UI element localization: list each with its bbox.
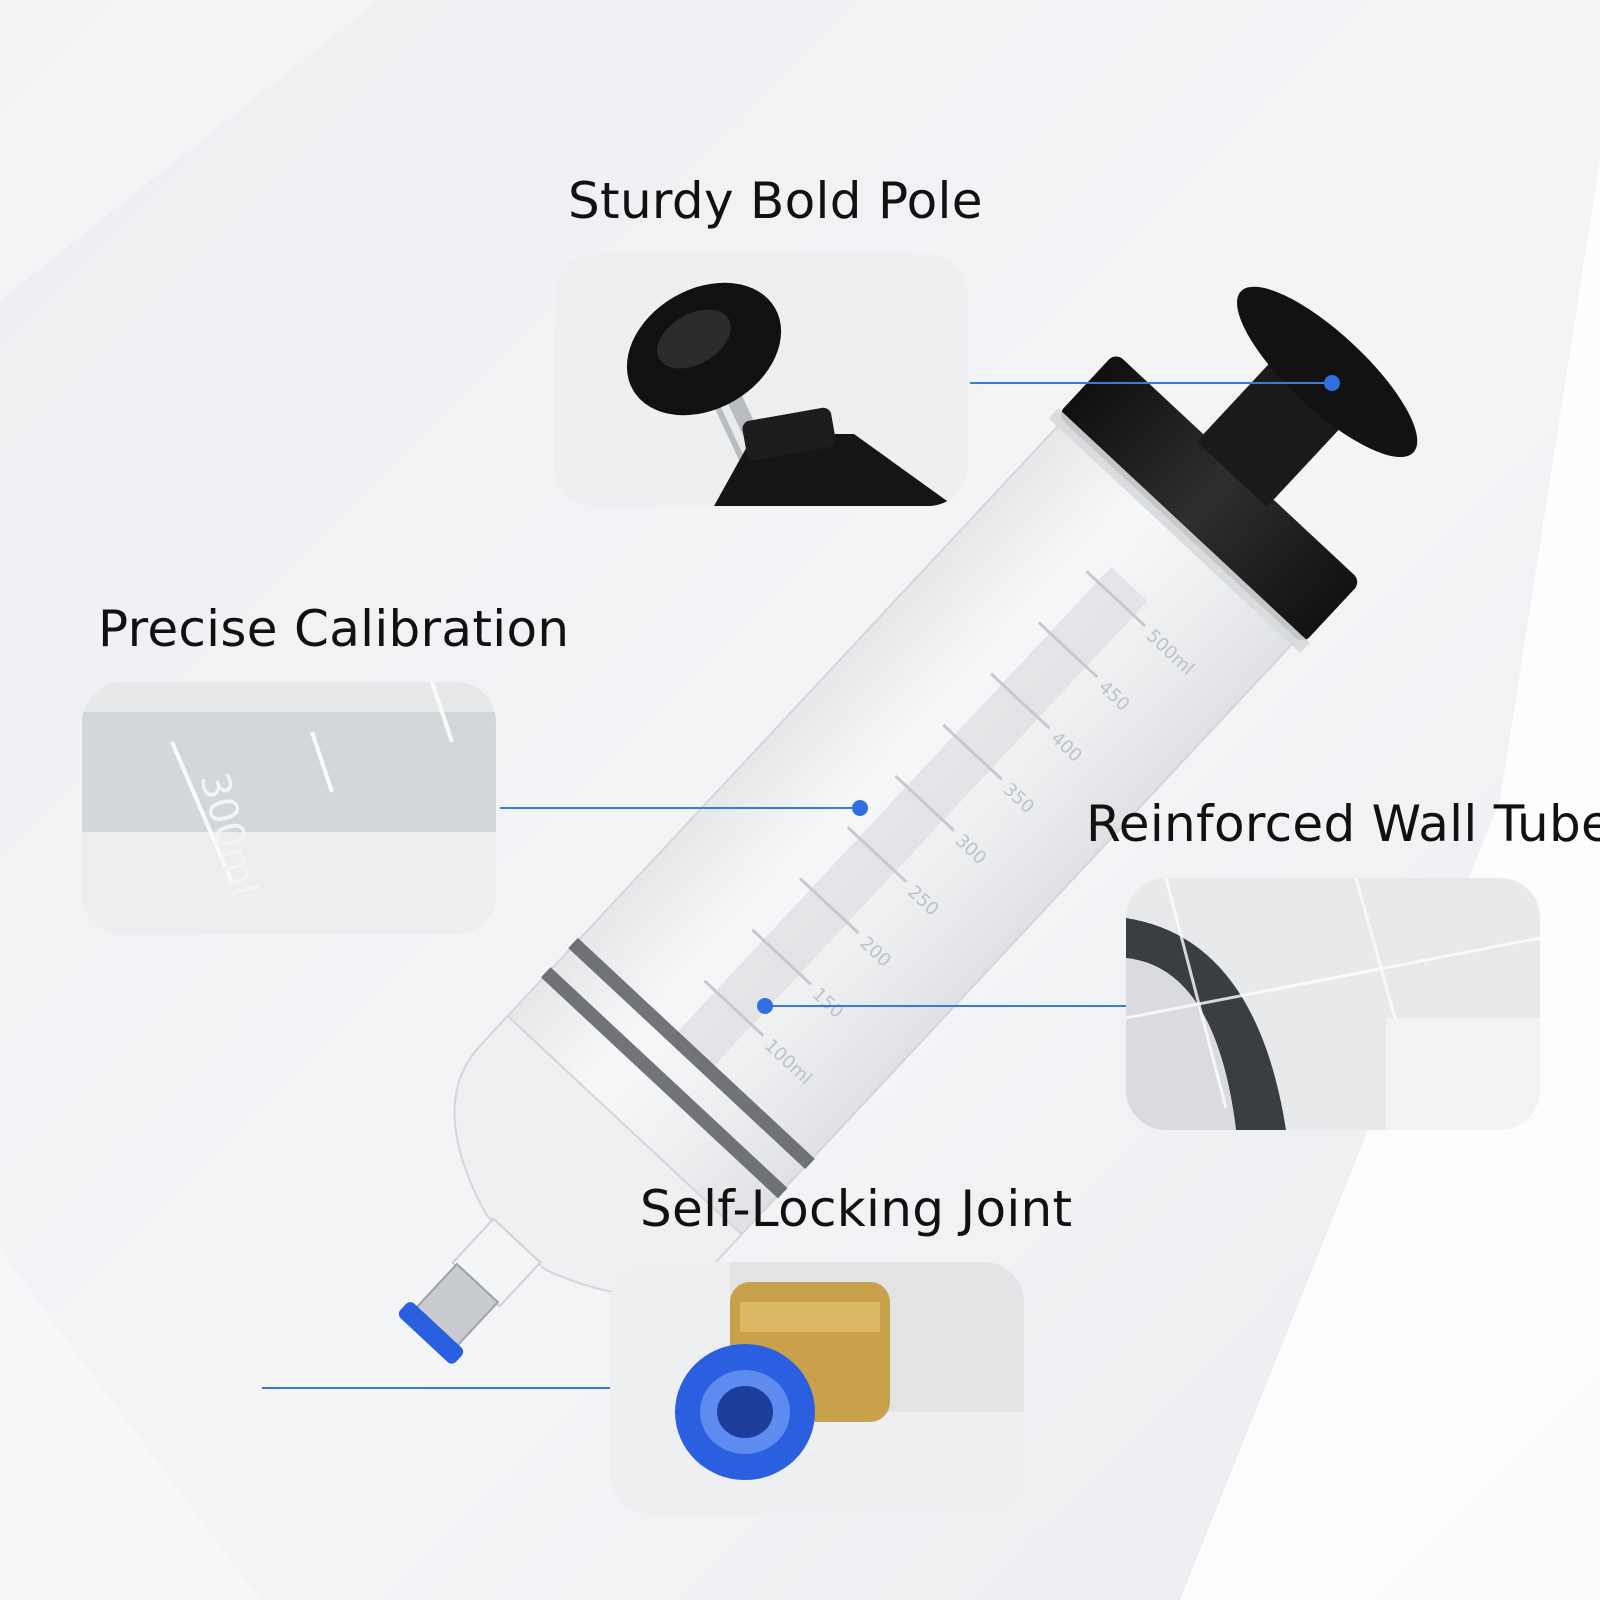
feature-image-pole [554, 254, 968, 506]
callout-dot [757, 998, 773, 1014]
callout-dot [852, 800, 868, 816]
callout-dot [1324, 375, 1340, 391]
blue-connector-icon [398, 1302, 464, 1364]
feature-image-joint [610, 1262, 1024, 1514]
callout-lines [262, 382, 1332, 1389]
feature-title-joint: Self-Locking Joint [640, 1180, 1073, 1238]
syringe-cap [1061, 356, 1358, 641]
feature-image-tube [1126, 878, 1540, 1130]
scale-marks-icon: 300ml [82, 682, 496, 934]
syringe: 500ml 450 400 350 300 250 200 150 100ml [398, 286, 1418, 1364]
plunger-handle-icon [554, 254, 968, 506]
callout-dots [757, 375, 1340, 1014]
feature-title-pole: Sturdy Bold Pole [568, 172, 983, 230]
feature-title-calibration: Precise Calibration [98, 600, 570, 658]
feature-title-tube: Reinforced Wall Tube [1086, 795, 1600, 853]
feature-image-calibration: 300ml [82, 682, 496, 934]
plunger-handle-icon [1237, 286, 1418, 457]
scale-ticks [703, 570, 1146, 1037]
tube-wall-icon [1126, 878, 1540, 1130]
reinforcement-ring [540, 967, 788, 1199]
push-fit-connector-icon [610, 1262, 1024, 1514]
reinforcement-ring [568, 937, 815, 1170]
